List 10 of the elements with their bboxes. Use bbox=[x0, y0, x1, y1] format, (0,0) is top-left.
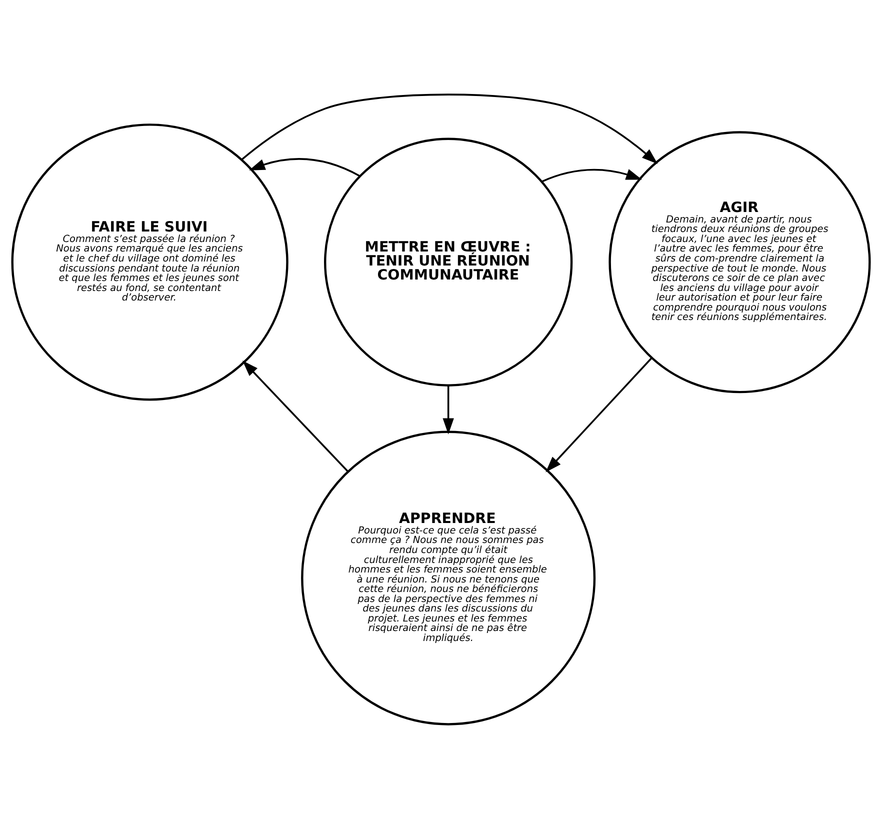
arrow bbox=[546, 358, 652, 472]
node-circle: FAIRE LE SUIVI Comment s’est passée la réunion ? Nous avons remarqué que les anciens et le chef du village ont dominé les discussions pendant toute la réunion et que les femmes et les jeunes sont restés au fond, se contentant d’observer. bbox=[11, 124, 288, 401]
node-circle: METTRE EN ŒUVRE : TENIR UNE RÉUNION COMMUNAUTAIRE bbox=[324, 138, 573, 386]
node-circle: APPRENDRE Pourquoi est-ce que cela s’est passé comme ça ? Nous ne nous sommes pas rendu compte qu’il était culturellement inapproprié que les hommes et les femmes soient ensemble à une réunion. Si nous ne tenons que cette réunion, nous ne bénéficierons pas de la perspective des femmes ni des jeunes dans les discussions du projet. Les jeunes et les femmes risqueraient ainsi de ne pas être impliqués. bbox=[301, 430, 596, 726]
node-circle: AGIR Demain, avant de partir, nous tiendrons deux réunions de groupes focaux, l’une avec les jeunes et l’autre avec les femmes, pour être sûrs de com-prendre clairement la perspective de tout le monde. Nous discuterons ce soir de ce plan avec les anciens du village pour avoir leur autorisation et pour leur faire comprendre pourquoi nous voulons tenir ces réunions supplémentaires. bbox=[608, 131, 871, 394]
arrow bbox=[242, 360, 348, 472]
arrow bbox=[541, 168, 642, 183]
arrow bbox=[241, 94, 658, 164]
arrow bbox=[442, 385, 454, 434]
arrow bbox=[249, 158, 360, 177]
